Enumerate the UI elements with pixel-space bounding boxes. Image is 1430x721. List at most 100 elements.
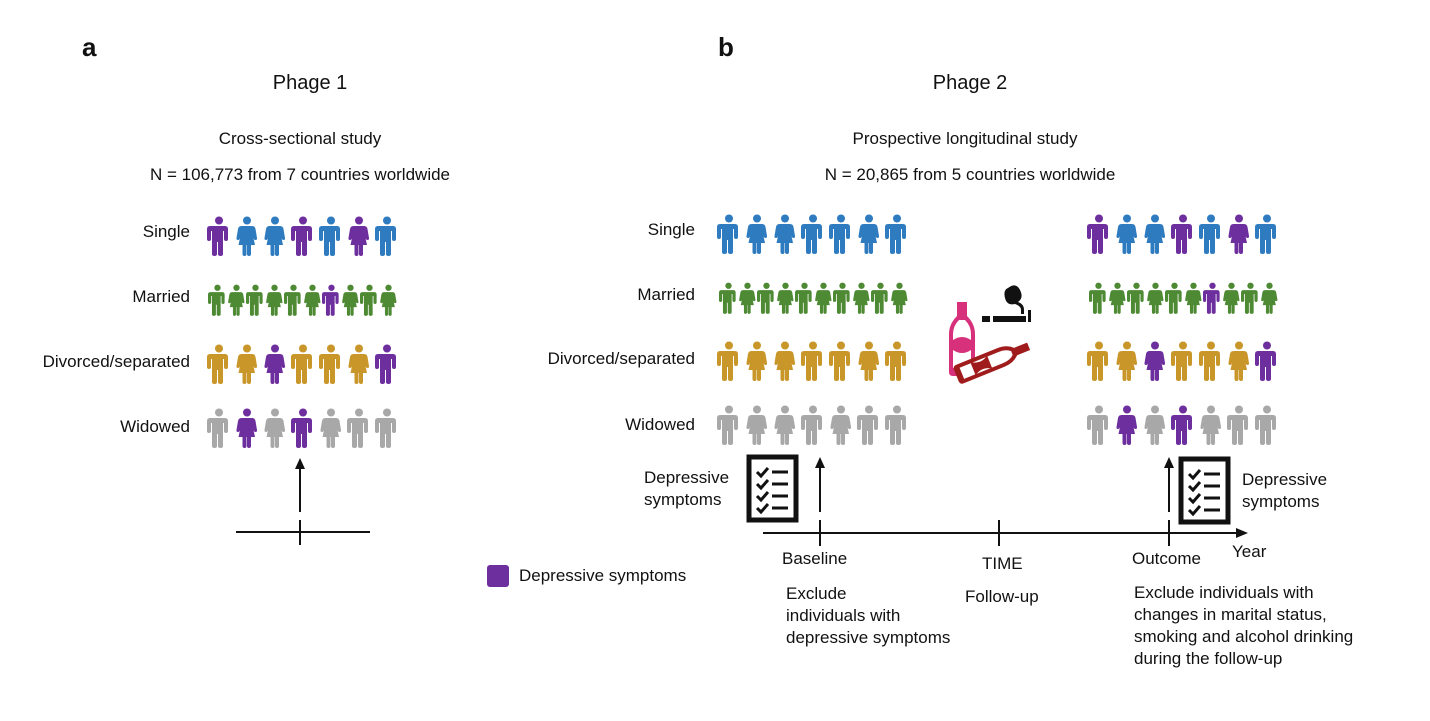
male-person-icon bbox=[284, 284, 301, 316]
male-person-icon bbox=[1089, 282, 1106, 314]
panel-a-timepoint-axis bbox=[236, 458, 370, 545]
baseline-arrow-head bbox=[815, 457, 825, 468]
male-person-icon bbox=[757, 282, 774, 314]
male-person-icon bbox=[208, 284, 225, 316]
male-person-icon bbox=[322, 284, 339, 316]
female-person-icon bbox=[858, 214, 880, 254]
female-person-icon bbox=[774, 214, 796, 254]
female-person-icon bbox=[858, 341, 880, 381]
male-person-icon bbox=[1255, 214, 1276, 254]
follow-up-label: Follow-up bbox=[965, 587, 1039, 606]
male-person-icon bbox=[1199, 341, 1220, 381]
male-person-icon bbox=[795, 282, 812, 314]
male-person-icon bbox=[1087, 405, 1108, 445]
male-person-icon bbox=[1087, 341, 1108, 381]
male-person-icon bbox=[347, 408, 368, 448]
panel-b-outcome-row-widowed bbox=[1087, 403, 1279, 445]
female-person-icon bbox=[1223, 282, 1240, 314]
panel-b-label-married: Married bbox=[637, 285, 695, 304]
checklist-left-label-line2: symptoms bbox=[644, 490, 722, 509]
checklist-right-label: Depressive symptoms bbox=[1242, 469, 1362, 513]
male-person-icon bbox=[829, 341, 850, 381]
timeline-arrow-head bbox=[1236, 528, 1248, 538]
male-person-icon bbox=[207, 344, 228, 384]
female-person-icon bbox=[228, 284, 245, 316]
female-person-icon bbox=[1116, 214, 1138, 254]
female-person-icon bbox=[746, 405, 768, 445]
male-person-icon bbox=[291, 216, 312, 256]
male-person-icon bbox=[829, 214, 850, 254]
female-person-icon bbox=[380, 284, 397, 316]
panel-a-phase-title: Phage 1 bbox=[272, 72, 348, 94]
male-person-icon bbox=[717, 341, 738, 381]
female-person-icon bbox=[853, 282, 870, 314]
male-person-icon bbox=[319, 344, 340, 384]
male-person-icon bbox=[719, 282, 736, 314]
checklist-left-icon bbox=[746, 454, 799, 523]
male-person-icon bbox=[207, 216, 228, 256]
checklist-left-label-line1: Depressive bbox=[644, 468, 730, 487]
female-person-icon bbox=[266, 284, 283, 316]
male-person-icon bbox=[717, 214, 738, 254]
male-person-icon bbox=[291, 344, 312, 384]
outcome-note-line: during the follow-up bbox=[1134, 649, 1283, 668]
checklist-right-icon bbox=[1178, 456, 1231, 525]
male-person-icon bbox=[1255, 405, 1276, 445]
female-person-icon bbox=[774, 405, 796, 445]
baseline-exclusion-note: Exclude individuals with depressive symp… bbox=[786, 583, 1006, 649]
panel-b-outcome-row-single bbox=[1087, 212, 1279, 254]
female-person-icon bbox=[236, 216, 258, 256]
female-person-icon bbox=[264, 408, 286, 448]
panel-b-label-single: Single bbox=[647, 220, 695, 239]
panel-b-letter: b bbox=[718, 32, 734, 62]
checklist-left-label: Depressive symptoms bbox=[644, 467, 744, 511]
female-person-icon bbox=[264, 216, 286, 256]
panel-b-outcome-row-married bbox=[1089, 276, 1279, 318]
panel-b-label-divorced: Divorced/separated bbox=[547, 349, 695, 368]
legend: Depressive symptoms bbox=[487, 565, 686, 587]
female-person-icon bbox=[746, 341, 768, 381]
female-person-icon bbox=[320, 408, 342, 448]
panel-a-letter: a bbox=[82, 32, 97, 62]
female-person-icon bbox=[1116, 341, 1138, 381]
outcome-arrow-head bbox=[1164, 457, 1174, 468]
panel-a-label-widowed: Widowed bbox=[120, 417, 190, 436]
male-person-icon bbox=[801, 341, 822, 381]
male-person-icon bbox=[801, 405, 822, 445]
male-person-icon bbox=[360, 284, 377, 316]
male-person-icon bbox=[1203, 282, 1220, 314]
male-person-icon bbox=[885, 341, 906, 381]
outcome-note-line: changes in marital status, bbox=[1134, 605, 1327, 624]
female-person-icon bbox=[891, 282, 908, 314]
male-person-icon bbox=[871, 282, 888, 314]
female-person-icon bbox=[1109, 282, 1126, 314]
baseline-note-line: individuals with bbox=[786, 606, 901, 625]
female-person-icon bbox=[739, 282, 756, 314]
panel-b-outcome-row-divorced bbox=[1087, 339, 1279, 381]
female-person-icon bbox=[348, 216, 370, 256]
female-person-icon bbox=[1147, 282, 1164, 314]
female-person-icon bbox=[1185, 282, 1202, 314]
male-person-icon bbox=[375, 216, 396, 256]
male-person-icon bbox=[207, 408, 228, 448]
panel-a-label-married: Married bbox=[132, 287, 190, 306]
panel-a-row-married bbox=[208, 278, 398, 320]
male-person-icon bbox=[1171, 214, 1192, 254]
male-person-icon bbox=[833, 282, 850, 314]
male-person-icon bbox=[1171, 405, 1192, 445]
timeline-baseline-label: Baseline bbox=[782, 549, 848, 568]
panel-a-arrow-head bbox=[295, 458, 305, 469]
female-person-icon bbox=[1228, 341, 1250, 381]
panel-b-study-type: Prospective longitudinal study bbox=[852, 129, 1078, 148]
checklist-right-label-line2: symptoms bbox=[1242, 492, 1320, 511]
timeline-outcome-label: Outcome bbox=[1132, 549, 1201, 568]
timeline-time-label: TIME bbox=[982, 554, 1023, 573]
male-person-icon bbox=[717, 405, 738, 445]
panel-a-label-single: Single bbox=[142, 222, 190, 241]
outcome-note-line: smoking and alcohol drinking bbox=[1134, 627, 1354, 646]
female-person-icon bbox=[236, 344, 258, 384]
checklist-right-label-line1: Depressive bbox=[1242, 470, 1328, 489]
legend-swatch bbox=[487, 565, 509, 587]
female-person-icon bbox=[1144, 405, 1166, 445]
female-person-icon bbox=[1144, 341, 1166, 381]
